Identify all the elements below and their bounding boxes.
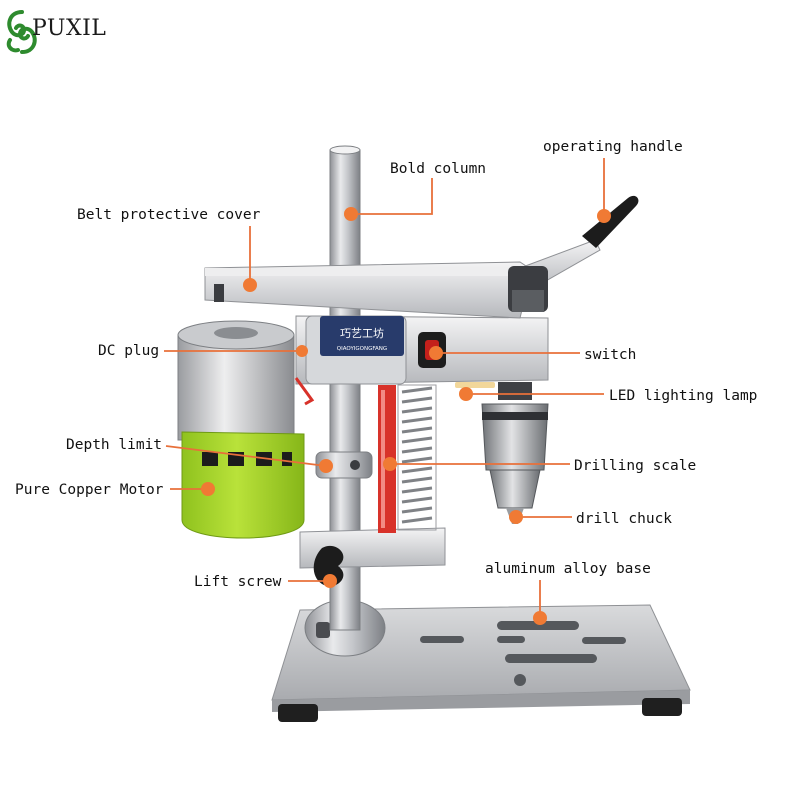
label-dc-plug: DC plug bbox=[98, 343, 160, 359]
nameplate-text: 巧艺工坊 bbox=[340, 326, 384, 340]
dot-bold-column bbox=[344, 207, 358, 221]
label-belt-protective-cover: Belt protective cover bbox=[77, 207, 261, 223]
dot-dc-plug bbox=[296, 345, 308, 357]
label-switch: switch bbox=[584, 347, 637, 363]
label-led-lighting-lamp: LED lighting lamp bbox=[609, 388, 758, 404]
dot-aluminum-base bbox=[533, 611, 547, 625]
dot-switch bbox=[429, 346, 443, 360]
label-bold-column: Bold column bbox=[390, 161, 487, 177]
leader-bold-column bbox=[351, 178, 433, 215]
dot-drilling-scale bbox=[383, 457, 397, 471]
dot-operating-handle bbox=[597, 209, 611, 223]
leader-depth-limit bbox=[165, 445, 327, 467]
label-operating-handle: operating handle bbox=[543, 139, 683, 155]
dot-lift-screw bbox=[323, 574, 337, 588]
dot-drill-chuck bbox=[509, 510, 523, 524]
label-aluminum-alloy-base: aluminum alloy base bbox=[485, 561, 651, 577]
label-pure-copper-motor: Pure Copper Motor bbox=[15, 482, 164, 498]
label-drilling-scale: Drilling scale bbox=[574, 458, 697, 474]
dot-belt-cover bbox=[243, 278, 257, 292]
label-drill-chuck: drill chuck bbox=[576, 511, 673, 527]
dot-copper-motor bbox=[201, 482, 215, 496]
swirl-logo-icon bbox=[6, 10, 37, 54]
nameplate-subtext: QIAOYIGONGFANG bbox=[337, 346, 387, 352]
dot-led-lamp bbox=[459, 387, 473, 401]
label-depth-limit: Depth limit bbox=[66, 437, 163, 453]
dot-depth-limit bbox=[319, 459, 333, 473]
brand-name: PUXIL bbox=[32, 16, 107, 41]
label-lift-screw: Lift screw bbox=[194, 574, 282, 590]
